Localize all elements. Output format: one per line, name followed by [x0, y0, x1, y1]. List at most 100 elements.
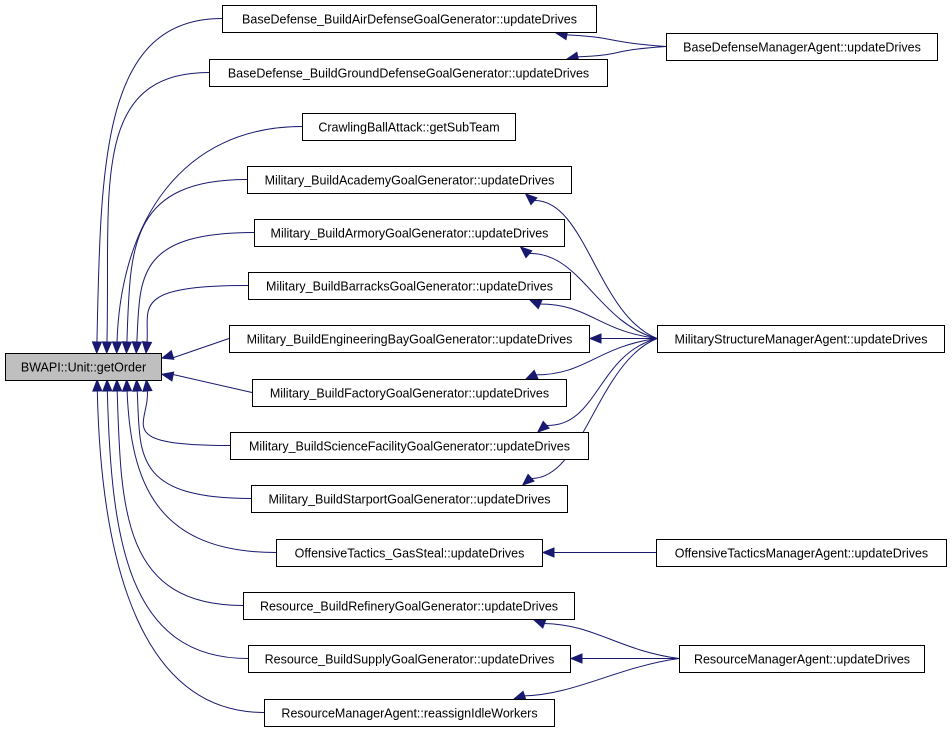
edge-mil-academy-to-root	[121, 179, 248, 355]
node-label: Military_BuildAcademyGoalGenerator::upda…	[265, 174, 555, 188]
node-box	[252, 379, 567, 407]
edge-arrowhead	[142, 378, 153, 392]
node-box	[254, 219, 565, 247]
edge-line	[96, 18, 223, 344]
edge-arrowhead	[160, 371, 175, 382]
edge-mil-armory-to-root	[131, 232, 255, 355]
edge-line	[142, 389, 231, 446]
node-mil-academy[interactable]: Military_BuildAcademyGoalGenerator::upda…	[247, 166, 572, 194]
edge-mil-mgr-to-mil-academy	[524, 193, 658, 339]
node-box	[209, 59, 608, 87]
edge-mil-mgr-to-mil-starport	[521, 338, 658, 486]
edge-line	[116, 126, 303, 344]
node-crawling[interactable]: CrawlingBallAttack::getSubTeam	[302, 113, 516, 141]
edge-res-supply-to-root	[102, 378, 249, 659]
node-root[interactable]: BWAPI::Unit::getOrder	[5, 353, 162, 381]
edge-line	[535, 338, 658, 376]
edge-line	[136, 232, 255, 344]
node-mil-ebay[interactable]: Military_BuildEngineeringBayGoalGenerato…	[229, 325, 590, 353]
node-res-mgr[interactable]: ResourceManagerAgent::updateDrives	[679, 645, 925, 673]
edge-mil-science-to-root	[142, 378, 231, 446]
node-label: Military_BuildBarracksGoalGenerator::upd…	[266, 280, 553, 294]
edge-arrowhead	[588, 333, 602, 344]
node-box	[264, 699, 555, 727]
node-box	[248, 272, 571, 300]
edge-arrowhead	[528, 299, 543, 310]
edge-line	[106, 72, 210, 344]
node-box	[656, 539, 947, 567]
node-bd-ground[interactable]: BaseDefense_BuildGroundDefenseGoalGenera…	[209, 59, 608, 87]
edge-line	[530, 338, 658, 479]
edge-line	[106, 389, 249, 659]
node-label: MilitaryStructureManagerAgent::updateDri…	[675, 333, 928, 347]
edge-mil-ebay-to-root	[160, 338, 230, 360]
node-res-supply[interactable]: Resource_BuildSupplyGoalGenerator::updat…	[248, 645, 571, 673]
node-label: Resource_BuildRefineryGoalGenerator::upd…	[260, 600, 558, 614]
node-mil-mgr[interactable]: MilitaryStructureManagerAgent::updateDri…	[657, 325, 945, 353]
edge-arrowhead	[521, 473, 535, 486]
edge-arrowhead	[92, 378, 103, 392]
node-off-gas[interactable]: OffensiveTactics_GasSteal::updateDrives	[276, 539, 543, 567]
node-box	[5, 353, 162, 381]
node-mil-science[interactable]: Military_BuildScienceFacilityGoalGenerat…	[230, 432, 589, 460]
node-box	[302, 113, 516, 141]
edge-line	[126, 179, 248, 344]
node-label: Military_BuildScienceFacilityGoalGenerat…	[249, 440, 570, 454]
node-box	[243, 592, 575, 620]
node-mil-factory[interactable]: Military_BuildFactoryGoalGenerator::upda…	[252, 379, 567, 407]
node-bd-air[interactable]: BaseDefense_BuildAirDefenseGoalGenerator…	[222, 5, 597, 33]
node-label: BaseDefense_BuildAirDefenseGoalGenerator…	[242, 13, 577, 27]
node-bd-mgr[interactable]: BaseDefenseManagerAgent::updateDrives	[666, 33, 938, 61]
edge-arrowhead	[536, 420, 550, 433]
edge-line	[126, 389, 277, 553]
node-box	[276, 539, 543, 567]
node-label: Military_BuildEngineeringBayGoalGenerato…	[247, 333, 573, 347]
edge-arrowhead	[569, 653, 583, 664]
edge-arrowhead	[121, 378, 133, 392]
node-label: OffensiveTactics_GasSteal::updateDrives	[295, 547, 525, 561]
node-box	[229, 325, 590, 353]
edge-off-mgr-to-off-gas	[541, 547, 656, 558]
edge-arrowhead	[132, 378, 143, 392]
edge-line	[576, 46, 667, 58]
node-box	[247, 166, 572, 194]
edge-line	[136, 389, 252, 499]
node-label: Military_BuildStarportGoalGenerator::upd…	[268, 493, 550, 507]
node-mil-barracks[interactable]: Military_BuildBarracksGoalGenerator::upd…	[248, 272, 571, 300]
edge-line	[528, 253, 658, 339]
edge-bd-ground-to-root	[101, 72, 210, 355]
edge-arrowhead	[131, 341, 143, 355]
edge-mil-mgr-to-mil-ebay	[588, 333, 657, 344]
edge-crawling-to-root	[111, 126, 303, 355]
node-label: CrawlingBallAttack::getSubTeam	[318, 121, 499, 135]
node-label: ResourceManagerAgent::updateDrives	[694, 653, 910, 667]
node-label: BaseDefenseManagerAgent::updateDrives	[683, 41, 921, 55]
edge-mil-mgr-to-mil-science	[536, 338, 658, 433]
edge-line	[523, 658, 680, 697]
edge-line	[565, 34, 667, 47]
node-mil-starport[interactable]: Military_BuildStarportGoalGenerator::upd…	[251, 485, 568, 513]
node-label: BaseDefense_BuildGroundDefenseGoalGenera…	[228, 67, 589, 81]
edge-res-idle-to-root	[92, 378, 265, 713]
edge-mil-factory-to-root	[160, 371, 253, 393]
node-mil-armory[interactable]: Military_BuildArmoryGoalGenerator::updat…	[254, 219, 565, 247]
edge-mil-mgr-to-mil-barracks	[528, 299, 658, 339]
node-label: OffensiveTacticsManagerAgent::updateDriv…	[675, 547, 928, 561]
node-box	[222, 5, 597, 33]
edge-line	[96, 389, 265, 713]
edge-arrowhead	[101, 341, 113, 355]
edge-mil-starport-to-root	[132, 378, 252, 499]
edge-arrowhead	[532, 619, 547, 629]
edge-arrowhead	[541, 547, 555, 558]
edge-line	[146, 285, 249, 344]
edges-layer	[91, 18, 680, 713]
node-box	[657, 325, 945, 353]
nodes-layer: BWAPI::Unit::getOrder BaseDefense_BuildAi…	[5, 5, 947, 727]
node-off-mgr[interactable]: OffensiveTacticsManagerAgent::updateDriv…	[656, 539, 947, 567]
edge-off-gas-to-root	[121, 378, 277, 553]
edge-arrowhead	[91, 341, 103, 355]
node-res-refinery[interactable]: Resource_BuildRefineryGoalGenerator::upd…	[243, 592, 575, 620]
node-res-idle[interactable]: ResourceManagerAgent::reassignIdleWorker…	[264, 699, 555, 727]
edge-arrowhead	[524, 193, 538, 206]
